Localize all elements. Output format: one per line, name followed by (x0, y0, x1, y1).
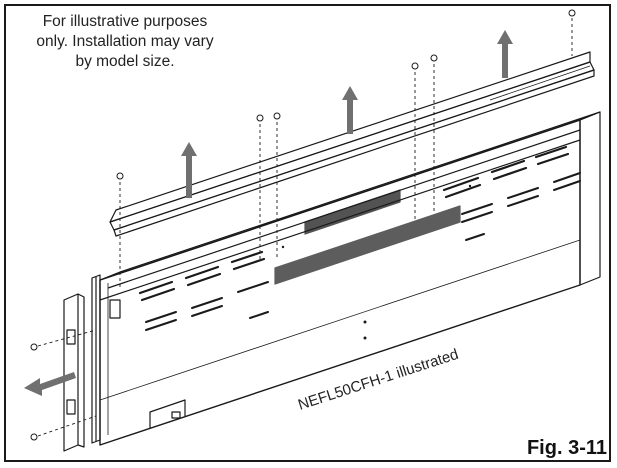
arrow-up-1 (181, 142, 197, 198)
panel-dots (281, 184, 472, 340)
arrow-up-2 (342, 86, 358, 134)
model-label: NEFL50CFH-1 illustrated (296, 346, 461, 414)
top-trim-bar (109, 51, 595, 237)
top-grille (304, 189, 401, 235)
fireplace-left-frame (91, 274, 121, 444)
left-side-bracket (63, 293, 85, 452)
arrow-up-3 (497, 30, 513, 78)
removal-arrows (24, 30, 513, 396)
note-line-3: by model size. (75, 53, 175, 70)
note-line-1: For illustrative purposes (42, 13, 208, 30)
front-vent-slats (145, 172, 581, 331)
top-vent-slats (138, 145, 570, 302)
figure-label: Fig. 3-11 (526, 437, 607, 459)
arrow-left (24, 372, 76, 396)
illustrative-note: For illustrative purposes only. Installa… (10, 12, 240, 72)
front-heater-grille (274, 205, 461, 285)
screws (30, 9, 576, 441)
note-line-2: only. Installation may vary (36, 33, 214, 50)
